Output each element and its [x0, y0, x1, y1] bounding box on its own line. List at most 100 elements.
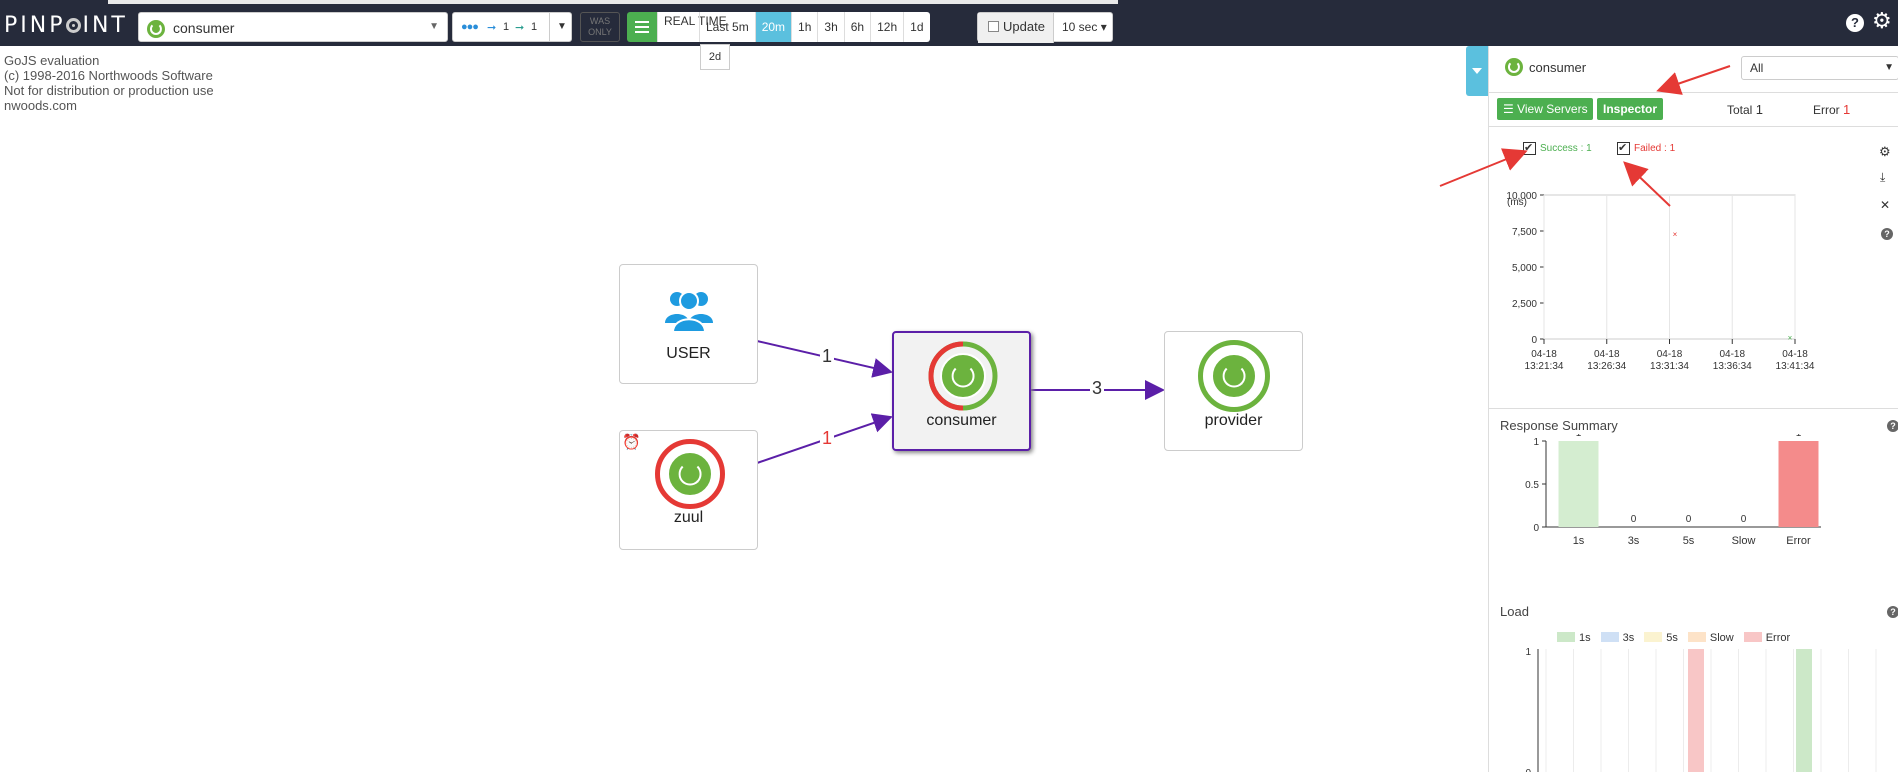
x-tick-label: 13:26:34 [1587, 361, 1626, 372]
edge-count-zuul-consumer: 1 [820, 428, 835, 449]
error-ring [655, 439, 725, 509]
scatter-point-failed: × [1673, 230, 1678, 239]
update-interval-select[interactable]: 10 sec ▾ [1062, 20, 1107, 34]
failed-checkbox[interactable]: ✔ [1617, 142, 1630, 155]
range-6h[interactable]: 6h [843, 12, 870, 42]
error-count: Error 1 [1813, 102, 1850, 117]
y-tick-label: 1 [1525, 647, 1531, 658]
watermark-line: nwoods.com [4, 98, 77, 113]
total-count: Total 1 [1727, 102, 1763, 117]
range-3h[interactable]: 3h [817, 12, 843, 42]
list-icon[interactable] [627, 12, 657, 42]
response-summary-chart[interactable]: 10.5011s03s05s0Slow1Error [1489, 434, 1898, 624]
expand-icon[interactable]: ✕ [1880, 198, 1891, 212]
category-label: Error [1786, 535, 1811, 547]
update-checkbox[interactable]: Update [978, 13, 1054, 43]
x-tick-label: 13:36:34 [1713, 361, 1752, 372]
load-legend-item[interactable]: 1s [1557, 632, 1591, 644]
load-legend-item[interactable]: 5s [1644, 632, 1678, 644]
node-consumer-label: consumer [926, 412, 997, 429]
bar-value-label: 0 [1686, 514, 1692, 525]
legend-swatch [1600, 632, 1619, 642]
bar-value-label: 1 [1576, 434, 1582, 439]
download-icon[interactable]: ⤓ [1880, 170, 1886, 184]
divider [549, 13, 550, 41]
bar-value-label: 0 [1741, 514, 1747, 525]
total-label: Total [1727, 103, 1753, 117]
success-checkbox[interactable]: ✔ [1523, 142, 1536, 155]
category-label: 3s [1628, 535, 1640, 547]
load-legend: 1s 3s 5s Slow Error [1557, 632, 1790, 644]
legend-swatch [1644, 632, 1663, 642]
y-tick-label: 1 [1533, 437, 1539, 448]
gear-icon[interactable]: ⚙ [1872, 8, 1892, 33]
range-1h[interactable]: 1h [791, 12, 817, 42]
gojs-watermark: GoJS evaluation (c) 1998-2016 Northwoods… [4, 53, 214, 113]
node-zuul[interactable]: ⏰ zuul [619, 430, 758, 550]
load-title: Load [1500, 604, 1529, 619]
chevron-down-icon[interactable]: ▼ [557, 21, 567, 32]
settings-icon[interactable]: ⚙ [1879, 144, 1891, 159]
scatter-unit: (ms) [1507, 197, 1527, 208]
response-summary-title: Response Summary [1500, 418, 1618, 433]
inbound-arrow-icon: ➞ [487, 22, 497, 34]
outbound-arrow-icon: ➞ [515, 22, 525, 34]
help-icon[interactable]: ? [1846, 14, 1864, 32]
range-12h[interactable]: 12h [870, 12, 903, 42]
node-user[interactable]: USER [619, 264, 758, 384]
range-last-5m[interactable]: Last 5m [699, 12, 755, 42]
y-tick-label: 0 [1525, 768, 1531, 772]
load-legend-item[interactable]: 3s [1600, 632, 1634, 644]
node-zuul-label: zuul [673, 509, 704, 526]
help-icon[interactable]: ? [1887, 420, 1898, 432]
x-tick-label: 13:21:34 [1525, 361, 1564, 372]
scatter-point-success: × [1788, 334, 1793, 343]
was-only-toggle[interactable]: WAS ONLY [580, 12, 620, 42]
view-servers-button[interactable]: ☰ View Servers [1497, 98, 1593, 120]
category-label: Slow [1732, 535, 1756, 547]
help-icon[interactable]: ? [1881, 228, 1893, 240]
status-ring [1198, 340, 1270, 412]
category-label: 1s [1573, 535, 1585, 547]
search-depth-select[interactable]: ●●● ➞ 1 ➞ 1 ▼ [452, 12, 572, 42]
edge-count-consumer-provider: 3 [1090, 378, 1105, 399]
x-tick-label: 04-18 [1782, 349, 1808, 360]
update-label: Update [1003, 19, 1045, 34]
load-legend-item[interactable]: Error [1743, 632, 1791, 644]
success-legend: Success : 1 [1540, 143, 1592, 154]
range-2d[interactable]: 2d [700, 44, 730, 70]
application-select-value: consumer [173, 20, 235, 36]
status-ring [928, 341, 998, 411]
chevron-down-icon: ▼ [1884, 62, 1894, 73]
range-1d[interactable]: 1d [903, 12, 929, 42]
application-select[interactable]: consumer ▼ [138, 12, 448, 42]
scatter-chart[interactable]: 10,0007,5005,0002,500004-1813:21:3404-18… [1489, 166, 1874, 456]
watermark-line: (c) 1998-2016 Northwoods Software [4, 68, 213, 83]
error-value: 1 [1843, 102, 1851, 117]
spring-boot-icon [1503, 56, 1525, 78]
info-panel: consumer All ▼ ☰ View Servers Inspector … [1488, 46, 1898, 772]
legend-swatch [1687, 632, 1706, 642]
load-chart[interactable]: 10 [1489, 646, 1898, 772]
x-tick-label: 13:31:34 [1650, 361, 1689, 372]
node-provider[interactable]: provider [1164, 331, 1303, 451]
depth-in-value: 1 [503, 21, 510, 33]
divider [1489, 92, 1898, 93]
chevron-down-icon: ▼ [429, 21, 439, 32]
inspector-button[interactable]: Inspector [1597, 98, 1663, 120]
load-legend-item[interactable]: Slow [1687, 632, 1734, 644]
legend-label: Error [1765, 632, 1791, 644]
load-bar-error [1688, 649, 1704, 772]
legend-label: 5s [1666, 632, 1678, 644]
load-bar-1s [1796, 649, 1812, 772]
y-tick-label: 5,000 [1512, 263, 1537, 274]
range-20m[interactable]: 20m [754, 12, 792, 42]
bar-value-label: 0 [1631, 514, 1637, 525]
node-consumer[interactable]: consumer [892, 331, 1031, 451]
panel-collapse-button[interactable] [1466, 46, 1488, 96]
agent-filter-select[interactable]: All ▼ [1741, 56, 1898, 80]
legend-swatch [1557, 632, 1575, 642]
help-icon[interactable]: ? [1887, 606, 1898, 618]
spring-boot-icon [940, 353, 986, 399]
